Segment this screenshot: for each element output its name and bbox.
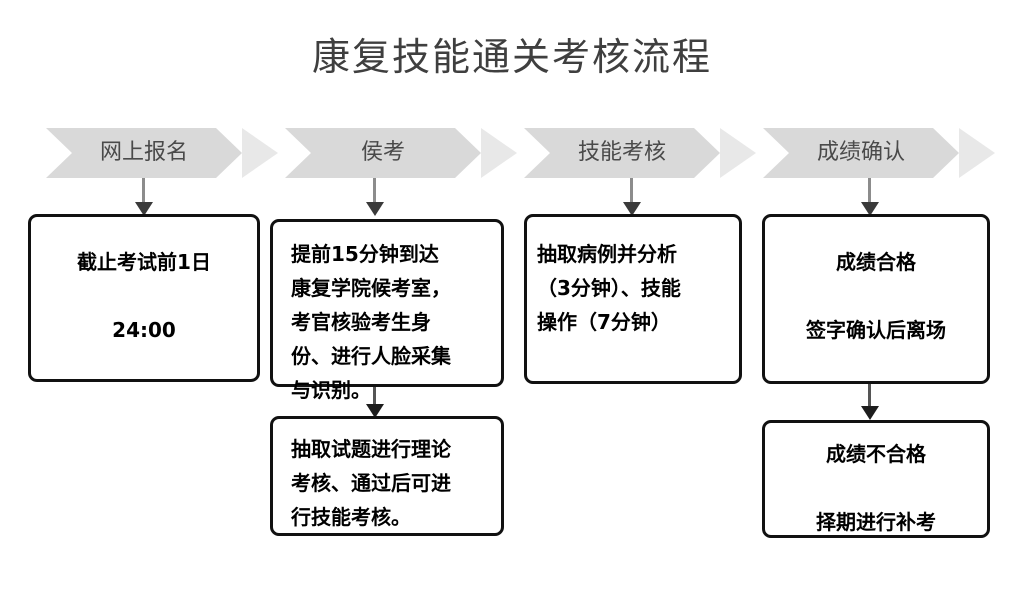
stage-chevron-skill-assessment[interactable]	[524, 128, 720, 178]
stage-label-online-registration: 网上报名	[99, 140, 188, 165]
box-pass-result-text: 成绩合格 签字确认后离场	[806, 250, 946, 342]
box-pass-result[interactable]: 成绩合格 签字确认后离场	[762, 214, 990, 384]
chevron-tip-arrow-1	[242, 128, 278, 178]
arrow-shaft	[142, 178, 145, 204]
stage-chevron-waiting-for-exam[interactable]	[285, 128, 481, 178]
arrow-shaft	[373, 178, 376, 204]
arrow-box2-to-box3	[366, 386, 384, 418]
box-theory-exam-text: 抽取试题进行理论 考核、通过后可进 行技能考核。	[291, 437, 451, 529]
box-arrival-identity-check-text: 提前15分钟到达 康复学院候考室， 考官核验考生身 份、进行人脸采集 与识别。	[291, 242, 451, 402]
stage-label-skill-assessment: 技能考核	[577, 140, 666, 165]
chevron-body-shape	[46, 128, 242, 178]
arrow-shaft	[868, 384, 871, 410]
chevron-body-shape	[285, 128, 481, 178]
box-arrival-identity-check[interactable]: 提前15分钟到达 康复学院候考室， 考官核验考生身 份、进行人脸采集 与识别。	[270, 219, 504, 402]
stage-label-score-confirmation: 成绩确认	[816, 140, 905, 165]
arrow-shaft	[868, 178, 871, 204]
box-fail-result[interactable]: 成绩不合格 择期进行补考	[762, 420, 990, 538]
arrow-head	[623, 202, 641, 216]
arrow-head	[861, 202, 879, 216]
box-registration-deadline-text: 截止考试前1日 24:00	[77, 250, 211, 342]
chevron-tip-arrow-2	[481, 128, 517, 178]
chevron-body-shape	[763, 128, 959, 178]
stage-banner: 网上报名 侯考 技能考核 成绩确认	[0, 128, 1024, 178]
arrow-shaft	[373, 386, 376, 408]
arrow-head	[366, 404, 384, 418]
arrow-stage1-to-box1	[135, 178, 153, 216]
arrow-shaft	[630, 178, 633, 204]
chevron-tip-arrow-3	[720, 128, 756, 178]
box-fail-result-text: 成绩不合格 择期进行补考	[816, 442, 936, 534]
arrow-head	[366, 202, 384, 216]
stage-chevron-score-confirmation[interactable]	[763, 128, 959, 178]
chevron-body-shape	[524, 128, 720, 178]
arrow-stage2-to-box2	[366, 178, 384, 216]
arrow-head	[135, 202, 153, 216]
arrow-stage3-to-box4	[623, 178, 641, 216]
arrow-stage4-to-box5	[861, 178, 879, 216]
page-title: 康复技能通关考核流程	[311, 35, 712, 79]
stage-label-waiting-for-exam: 侯考	[360, 140, 405, 165]
arrow-box5-to-box6	[861, 384, 879, 422]
box-case-analysis-operation[interactable]: 抽取病例并分析 （3分钟）、技能 操作（7分钟）	[524, 214, 742, 384]
arrow-head	[861, 406, 879, 420]
box-registration-deadline[interactable]: 截止考试前1日 24:00	[28, 214, 260, 382]
chevron-tip-arrow-4	[959, 128, 995, 178]
box-case-analysis-operation-text: 抽取病例并分析 （3分钟）、技能 操作（7分钟）	[537, 242, 681, 334]
stage-chevron-online-registration[interactable]	[46, 128, 242, 178]
box-theory-exam[interactable]: 抽取试题进行理论 考核、通过后可进 行技能考核。	[270, 416, 504, 536]
